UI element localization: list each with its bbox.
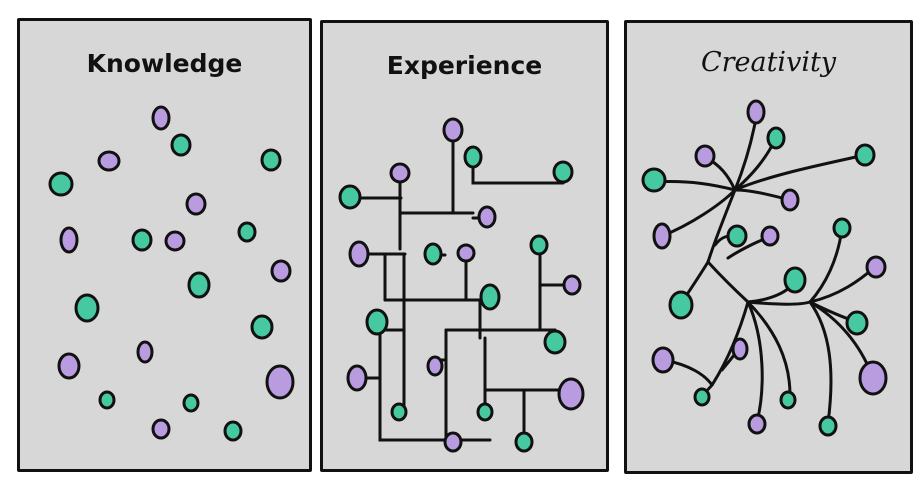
green-dot bbox=[554, 162, 572, 182]
green-dot bbox=[728, 226, 746, 246]
purple-dot bbox=[696, 146, 714, 166]
green-dot bbox=[820, 417, 836, 435]
purple-dot bbox=[59, 354, 79, 378]
green-dot bbox=[252, 316, 272, 338]
green-dot bbox=[133, 230, 151, 250]
purple-dot bbox=[564, 276, 580, 294]
purple-dot bbox=[654, 224, 670, 248]
green-dot bbox=[50, 173, 72, 195]
purple-dot bbox=[479, 207, 495, 227]
green-dot bbox=[785, 268, 805, 292]
purple-dot bbox=[166, 232, 184, 250]
green-dot bbox=[465, 147, 481, 167]
purple-dot bbox=[867, 257, 885, 277]
purple-dot bbox=[267, 366, 293, 398]
green-dot bbox=[76, 295, 98, 321]
green-dot bbox=[478, 404, 492, 420]
purple-dot bbox=[458, 245, 474, 261]
green-dot bbox=[643, 169, 665, 191]
purple-dot bbox=[733, 339, 747, 359]
green-dot bbox=[516, 433, 532, 451]
green-dot bbox=[100, 392, 114, 408]
creativity-dots bbox=[643, 101, 886, 435]
purple-dot bbox=[272, 261, 290, 281]
green-dot bbox=[225, 422, 241, 440]
purple-dot bbox=[153, 107, 169, 129]
green-dot bbox=[481, 285, 499, 309]
purple-dot bbox=[99, 152, 119, 170]
purple-dot bbox=[348, 366, 366, 390]
green-dot bbox=[239, 223, 255, 241]
experience-lines bbox=[358, 138, 572, 442]
green-dot bbox=[425, 244, 441, 264]
green-dot bbox=[531, 236, 547, 254]
purple-dot bbox=[444, 119, 462, 141]
purple-dot bbox=[748, 101, 764, 123]
purple-dot bbox=[187, 194, 205, 214]
purple-dot bbox=[559, 379, 583, 409]
green-dot bbox=[340, 186, 360, 208]
green-dot bbox=[392, 404, 406, 420]
purple-dot bbox=[782, 190, 798, 210]
green-dot bbox=[834, 219, 850, 237]
purple-dot bbox=[350, 242, 368, 266]
green-dot bbox=[847, 312, 867, 334]
purple-dot bbox=[391, 164, 409, 182]
green-dot bbox=[781, 392, 795, 408]
green-dot bbox=[189, 273, 209, 297]
purple-dot bbox=[860, 362, 886, 394]
purple-dot bbox=[428, 357, 442, 375]
green-dot bbox=[172, 135, 190, 155]
purple-dot bbox=[762, 227, 778, 245]
green-dot bbox=[545, 331, 565, 353]
purple-dot bbox=[61, 228, 77, 252]
purple-dot bbox=[445, 433, 461, 451]
green-dot bbox=[856, 145, 874, 165]
green-dot bbox=[262, 150, 280, 170]
purple-dot bbox=[749, 415, 765, 433]
green-dot bbox=[768, 128, 784, 148]
green-dot bbox=[695, 389, 709, 405]
green-dot bbox=[184, 395, 198, 411]
green-dot bbox=[670, 292, 692, 318]
purple-dot bbox=[153, 420, 169, 438]
knowledge-dots bbox=[50, 107, 293, 440]
creativity-lines bbox=[655, 118, 875, 423]
purple-dot bbox=[138, 342, 152, 362]
green-dot bbox=[367, 310, 387, 334]
purple-dot bbox=[653, 348, 673, 372]
